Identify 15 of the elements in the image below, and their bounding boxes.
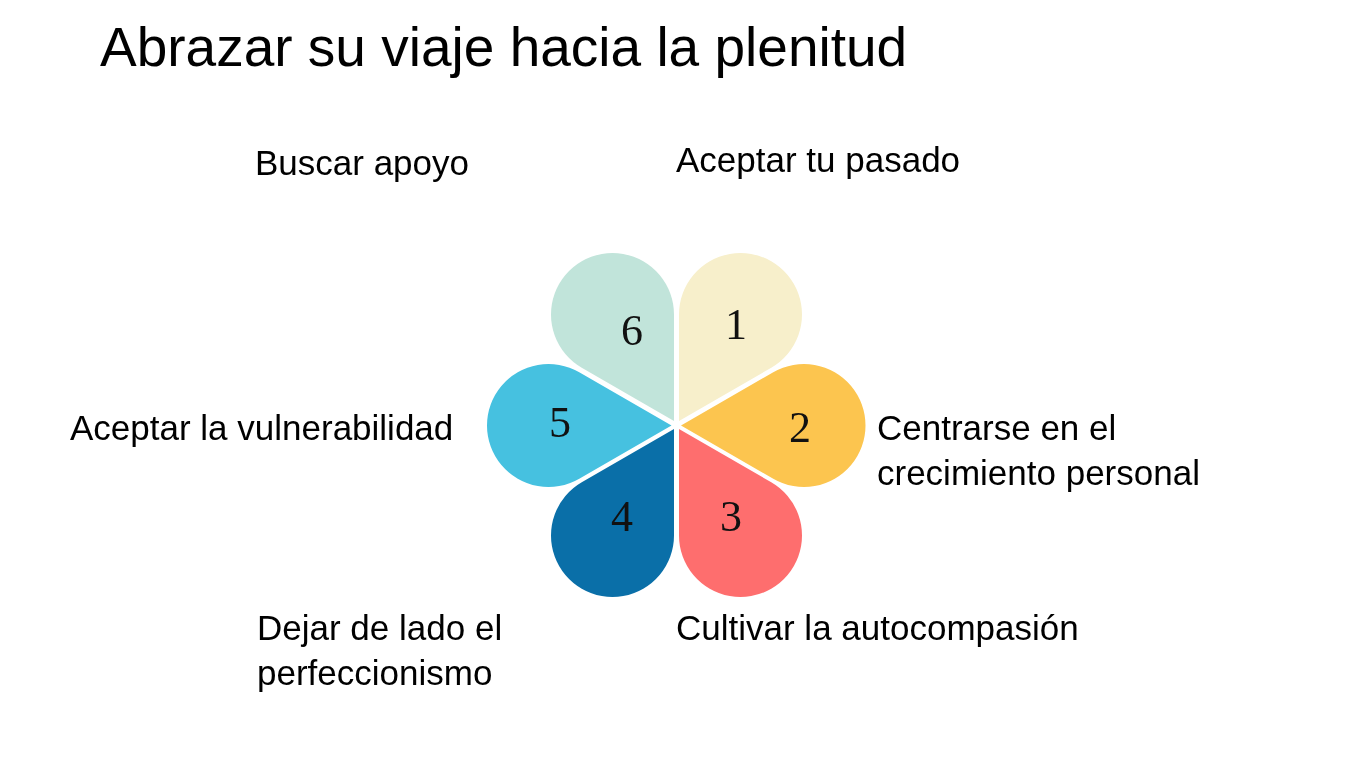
title: Abrazar su viaje hacia la plenitud xyxy=(100,15,908,80)
step-label: Buscar apoyo xyxy=(255,142,471,184)
petal-number: 2 xyxy=(789,406,811,450)
petal-number: 5 xyxy=(549,401,571,445)
petal xyxy=(681,363,866,487)
petal-number: 3 xyxy=(720,495,742,539)
step-label: Aceptar tu pasado xyxy=(676,139,962,181)
step-label: Centrarse en el crecimiento personal xyxy=(877,407,1201,494)
petal-number: 1 xyxy=(725,303,747,347)
petal-number: 6 xyxy=(621,309,643,353)
step-label: Dejar de lado el perfeccionismo xyxy=(257,607,504,694)
petal-number: 4 xyxy=(611,495,633,539)
petal xyxy=(486,363,671,487)
step-label: Cultivar la autocompasión xyxy=(676,607,1080,649)
step-label: Aceptar la vulnerabilidad xyxy=(70,407,455,449)
